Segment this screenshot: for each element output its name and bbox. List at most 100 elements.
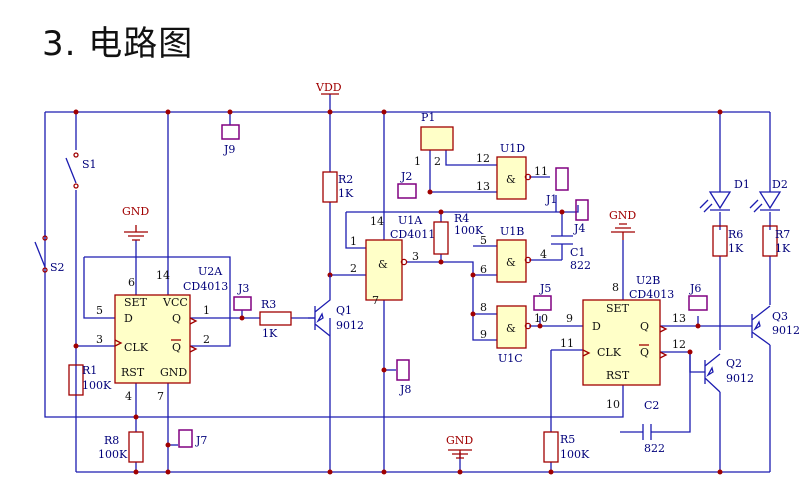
u2b-set: SET [606,302,630,315]
led-d2: D2 [749,178,788,213]
u2a-rst: RST [121,366,145,379]
svg-text:&: & [506,322,516,335]
svg-text:1K: 1K [728,242,744,255]
led-d1: D1 [699,178,750,213]
u2b-clk: CLK [597,346,622,359]
svg-text:822: 822 [644,442,665,455]
svg-text:9012: 9012 [336,319,364,332]
svg-text:822: 822 [570,259,591,272]
svg-text:100K: 100K [82,379,112,392]
svg-text:13: 13 [476,180,490,193]
svg-text:J7: J7 [195,434,207,447]
u1d-label: U1D [500,142,525,155]
svg-text:14: 14 [370,215,384,228]
u2a-pin5: 5 [96,304,103,317]
svg-text:&: & [506,256,516,269]
u2b-q: Q [640,320,649,333]
u1b-label: U1B [500,225,524,238]
u1a-nand: & U1A CD4011 1 2 3 14 7 [350,214,435,307]
u1b-nand: & U1B 5 6 4 [480,225,547,283]
svg-text:9012: 9012 [726,372,754,385]
svg-text:J4: J4 [573,222,585,235]
u2a-pin3: 3 [96,333,103,346]
u2b-d: D [592,320,601,333]
svg-text:2: 2 [434,155,441,168]
u1c-label: U1C [498,352,523,365]
svg-text:&: & [506,173,516,186]
svg-text:Q3: Q3 [772,310,788,323]
svg-text:12: 12 [476,152,490,165]
gnd-label-3: GND [446,434,473,447]
transistor-q3: Q3 9012 [745,305,800,346]
p1-label: P1 [421,111,435,124]
u2a-q: Q [172,312,181,325]
u2a-d: D [124,312,133,325]
svg-text:100K: 100K [98,448,128,461]
u2a-pin2: 2 [203,333,210,346]
gnd-symbol-3: GND [446,434,473,459]
svg-text:R7: R7 [775,228,790,241]
u2a-ic-label: CD4013 [183,280,228,293]
u2a-flip-flop: SET VCC D Q CLK Q RST GND U2A CD4013 5 6… [96,265,228,403]
svg-text:1: 1 [350,235,357,248]
u2b-pin13: 13 [672,312,686,325]
s1-label: S1 [82,158,97,171]
u2a-pin14: 14 [156,269,170,282]
u2a-qbar: Q [172,341,181,354]
svg-text:3: 3 [412,250,419,263]
svg-text:1: 1 [414,155,421,168]
svg-text:11: 11 [534,165,548,178]
u2b-rst: RST [606,369,630,382]
p1-connector: P1 1 2 [414,111,454,168]
svg-text:7: 7 [372,294,379,307]
switch-s2: S2 [34,235,65,274]
svg-text:100K: 100K [560,448,590,461]
u1d-nand: & U1D 12 13 11 [476,142,548,200]
u1a-ic-label: CD4011 [390,228,435,241]
u2b-ic-label: CD4013 [629,288,674,301]
svg-text:2: 2 [350,262,357,275]
capacitor-c1: C1 822 [551,235,591,272]
gnd-symbol-2: GND [609,209,636,240]
svg-text:5: 5 [480,234,487,247]
u2b-flip-flop: SET D Q CLK Q RST U2B CD4013 8 9 13 11 1… [560,274,686,411]
u2a-pin7: 7 [157,390,164,403]
transistor-q2: Q2 9012 [704,353,754,393]
svg-text:&: & [378,258,388,271]
page-title: 3. 电路图 [42,24,194,64]
u2b-pin10: 10 [606,398,620,411]
svg-text:R2: R2 [338,173,353,186]
svg-text:1K: 1K [262,327,278,340]
svg-text:J2: J2 [400,170,412,183]
gnd-symbol-1: GND [122,205,149,241]
svg-text:R5: R5 [560,433,575,446]
svg-text:R1: R1 [82,364,97,377]
svg-text:6: 6 [480,263,487,276]
gnd-label-2: GND [609,209,636,222]
svg-text:Q2: Q2 [726,357,742,370]
svg-text:100K: 100K [454,224,484,237]
svg-text:9: 9 [480,328,487,341]
s2-label: S2 [50,261,65,274]
svg-text:J9: J9 [223,143,235,156]
svg-text:C1: C1 [570,246,585,259]
svg-text:D1: D1 [734,178,750,191]
u2a-vcc: VCC [162,296,188,309]
svg-text:R4: R4 [454,212,469,225]
wires [44,94,771,473]
svg-text:R8: R8 [104,434,119,447]
u2a-pin4: 4 [125,390,132,403]
capacitor-c2: C2 822 [642,399,665,455]
u2a-pin6: 6 [128,276,135,289]
u1c-nand: & U1C 8 9 10 [480,301,548,365]
u2a-pin1: 1 [203,304,210,317]
u2a-label: U2A [198,265,223,278]
svg-text:Q1: Q1 [336,304,352,317]
svg-text:D2: D2 [772,178,788,191]
svg-text:R3: R3 [261,298,276,311]
u1a-label: U1A [398,214,423,227]
svg-text:J3: J3 [237,282,249,295]
switch-s1: S1 [65,152,97,189]
svg-text:4: 4 [540,248,547,261]
